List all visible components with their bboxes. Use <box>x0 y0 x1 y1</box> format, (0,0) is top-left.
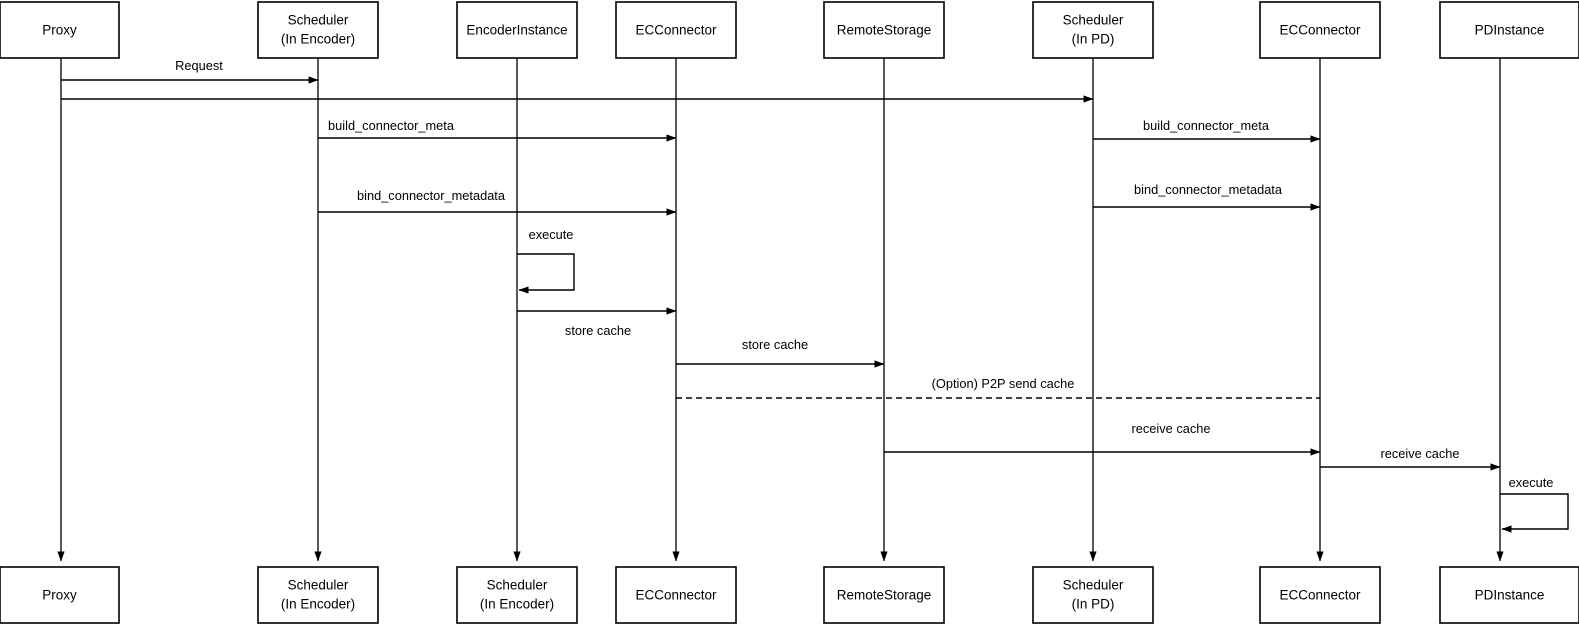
participant-box-bottom-remotestore[interactable]: RemoteStorage <box>823 566 945 624</box>
participant-box-top-pd_inst[interactable]: PDInstance <box>1439 1 1579 59</box>
participant-label-line1: PDInstance <box>1475 23 1545 38</box>
participant-label-line1: Scheduler <box>1063 578 1124 593</box>
participant-box-top-ecconn_pd[interactable]: ECConnector <box>1259 1 1381 59</box>
participant-box-bottom-pd_inst[interactable]: PDInstance <box>1439 566 1579 624</box>
self-message-s1[interactable]: execute <box>517 227 575 294</box>
participant-label-line2: (In Encoder) <box>281 32 355 47</box>
participant-label-line1: Scheduler <box>1063 13 1124 28</box>
message-m3[interactable]: build_connector_meta <box>318 118 677 142</box>
participant-box-top-ecconn_enc[interactable]: ECConnector <box>615 1 737 59</box>
participant-label-line2: (In PD) <box>1072 597 1115 612</box>
self-message-label: execute <box>529 227 574 242</box>
participant-label-line1: Scheduler <box>288 13 349 28</box>
participant-box-top-proxy[interactable]: Proxy <box>0 1 120 59</box>
message-m6[interactable]: bind_connector_metadata <box>1093 182 1321 211</box>
message-m10[interactable]: receive cache <box>884 421 1321 456</box>
message-label: build_connector_meta <box>328 118 455 133</box>
messages-layer: Request build_connector_meta build_connect… <box>61 58 1501 471</box>
self-message-s2[interactable]: execute <box>1500 475 1569 533</box>
self-messages-layer: execute execute <box>517 227 1569 533</box>
message-m4[interactable]: build_connector_meta <box>1093 118 1321 143</box>
participant-box-bottom-ecconn_pd[interactable]: ECConnector <box>1259 566 1381 624</box>
participant-box-bottom-sched_pd[interactable]: Scheduler (In PD) <box>1032 566 1154 624</box>
lifelines-layer <box>57 58 1504 562</box>
participant-label-line1: EncoderInstance <box>466 23 567 38</box>
participant-box-top-remotestore[interactable]: RemoteStorage <box>823 1 945 59</box>
participant-label-line2: (In Encoder) <box>480 597 554 612</box>
participant-box-top-encoder_inst[interactable]: EncoderInstance <box>456 1 578 59</box>
message-label: bind_connector_metadata <box>357 188 506 203</box>
participant-label-line1: ECConnector <box>1279 588 1361 603</box>
participant-box-bottom-sched_enc[interactable]: Scheduler (In Encoder) <box>257 566 379 624</box>
message-label: build_connector_meta <box>1143 118 1270 133</box>
self-message-arrow <box>1500 493 1569 533</box>
self-message-arrow <box>517 253 575 294</box>
participant-box-bottom-ecconn_enc[interactable]: ECConnector <box>615 566 737 624</box>
message-label: bind_connector_metadata <box>1134 182 1283 197</box>
participant-label-line1: ECConnector <box>1279 23 1361 38</box>
participant-label-line2: (In Encoder) <box>281 597 355 612</box>
participant-label-line1: RemoteStorage <box>837 23 932 38</box>
participant-box-bottom-encoder_inst[interactable]: Scheduler (In Encoder) <box>456 566 578 624</box>
message-label: store cache <box>565 323 631 338</box>
participant-label-line1: RemoteStorage <box>837 588 932 603</box>
message-m7[interactable]: store cache <box>517 307 677 338</box>
message-m11[interactable]: receive cache <box>1320 446 1501 471</box>
participant-label-line1: PDInstance <box>1475 588 1545 603</box>
message-m9[interactable]: (Option) P2P send cache <box>676 376 1320 399</box>
message-m8[interactable]: store cache <box>676 337 885 368</box>
message-label: (Option) P2P send cache <box>932 376 1075 391</box>
participant-label-line1: Proxy <box>42 23 77 38</box>
participant-box-top-sched_enc[interactable]: Scheduler (In Encoder) <box>257 1 379 59</box>
top-participant-boxes: Proxy Scheduler (In Encoder) EncoderInstanc… <box>0 1 1579 59</box>
message-label: Request <box>175 58 223 73</box>
message-label: store cache <box>742 337 808 352</box>
bottom-participant-boxes: Proxy Scheduler (In Encoder) Scheduler (In E… <box>0 566 1579 624</box>
participant-label-line1: Scheduler <box>288 578 349 593</box>
message-m1[interactable]: Request <box>61 58 319 84</box>
participant-label-line1: Proxy <box>42 588 77 603</box>
participant-label-line1: ECConnector <box>635 23 717 38</box>
self-message-label: execute <box>1509 475 1554 490</box>
participant-label-line1: Scheduler <box>487 578 548 593</box>
message-label: receive cache <box>1381 446 1460 461</box>
message-m5[interactable]: bind_connector_metadata <box>318 188 677 216</box>
message-label: receive cache <box>1132 421 1211 436</box>
participant-box-bottom-proxy[interactable]: Proxy <box>0 566 120 624</box>
participant-box-top-sched_pd[interactable]: Scheduler (In PD) <box>1032 1 1154 59</box>
participant-label-line2: (In PD) <box>1072 32 1115 47</box>
participant-label-line1: ECConnector <box>635 588 717 603</box>
